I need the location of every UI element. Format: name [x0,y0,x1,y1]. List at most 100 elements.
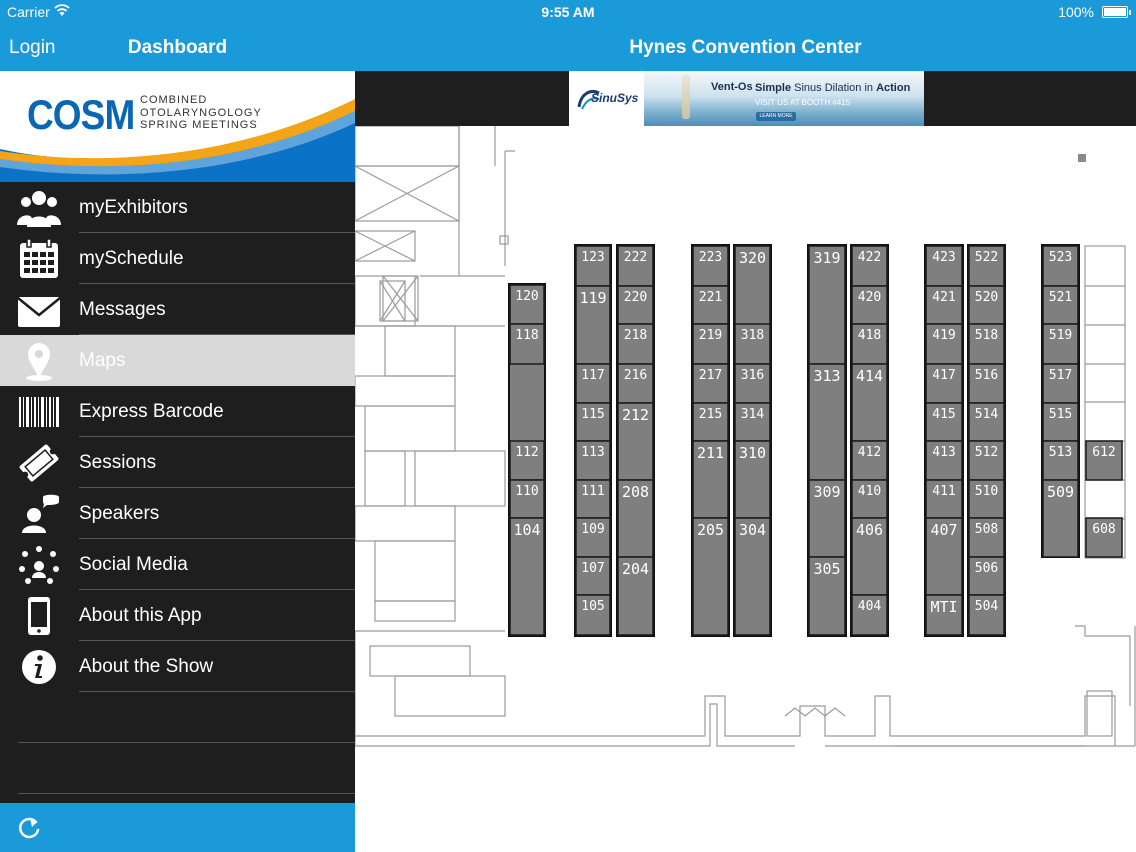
booth-612[interactable]: 612 [1085,440,1123,481]
login-button[interactable]: Login [9,37,56,58]
booth-number: 516 [975,368,998,383]
refresh-icon[interactable] [16,815,42,841]
booth-420[interactable]: 420 [851,285,888,325]
booth-208[interactable]: 208 [617,479,654,558]
booth-219[interactable]: 219 [692,323,729,365]
booth-105[interactable]: 105 [575,594,611,636]
booth-115[interactable]: 115 [575,402,611,442]
booth-521[interactable]: 521 [1042,285,1079,325]
divider [18,793,355,794]
booth-407[interactable]: 407 [925,517,963,596]
booth-107[interactable]: 107 [575,556,611,596]
booth-512[interactable]: 512 [968,440,1005,481]
booth-110[interactable]: 110 [509,479,545,519]
sidebar-item-speakers[interactable]: Speakers [0,488,355,539]
sidebar-item-sessions[interactable]: Sessions [0,437,355,488]
booth-422[interactable]: 422 [851,245,888,287]
booth-120[interactable]: 120 [509,284,545,325]
booth-515[interactable]: 515 [1042,402,1079,442]
booth-220[interactable]: 220 [617,285,654,325]
booth-415[interactable]: 415 [925,402,963,442]
booth-216[interactable]: 216 [617,363,654,404]
booth-113[interactable]: 113 [575,440,611,481]
sidebar-item-myexhibitors[interactable]: myExhibitors [0,182,355,233]
sidebar-item-about-show[interactable]: About the Show [0,641,355,692]
booth-316[interactable]: 316 [734,363,771,404]
booth-104[interactable]: 104 [509,517,545,636]
booth-mti[interactable]: MTI [925,594,963,636]
booth-508[interactable]: 508 [968,517,1005,558]
booth-513[interactable]: 513 [1042,440,1079,481]
booth-418[interactable]: 418 [851,323,888,365]
sidebar-item-messages[interactable]: Messages [0,284,355,335]
booth-205[interactable]: 205 [692,517,729,636]
booth-509[interactable]: 509 [1042,479,1079,558]
booth-shape [692,245,729,287]
sidebar-item-myschedule[interactable]: mySchedule [0,233,355,284]
logo-swoosh [0,99,355,182]
booth-520[interactable]: 520 [968,285,1005,325]
booth-118[interactable]: 118 [509,323,545,365]
booth-304[interactable]: 304 [734,517,771,636]
booth-417[interactable]: 417 [925,363,963,404]
sidebar-item-express-barcode[interactable]: Express Barcode [0,386,355,437]
booth-109[interactable]: 109 [575,517,611,558]
sidebar-item-social-media[interactable]: Social Media [0,539,355,590]
booth-204[interactable]: 204 [617,556,654,636]
booth-522[interactable]: 522 [968,245,1005,287]
booth-shape [575,517,611,558]
booth-119[interactable]: 119 [575,285,611,365]
booth-412[interactable]: 412 [851,440,888,481]
booth-419[interactable]: 419 [925,323,963,365]
booth-516[interactable]: 516 [968,363,1005,404]
booth-411[interactable]: 411 [925,479,963,519]
sidebar-nav-bar: Login Dashboard [0,24,355,71]
booth-410[interactable]: 410 [851,479,888,519]
booth-504[interactable]: 504 [968,594,1005,636]
booth-211[interactable]: 211 [692,440,729,519]
booth-111[interactable]: 111 [575,479,611,519]
booth-318[interactable]: 318 [734,323,771,365]
booth-117[interactable]: 117 [575,363,611,404]
sponsor-ad-banner[interactable]: SinuSys Vent-Os Simple Sinus Dilation in… [569,71,924,126]
booth-314[interactable]: 314 [734,402,771,442]
booth-number: 510 [975,484,998,499]
booth-518[interactable]: 518 [968,323,1005,365]
booth-217[interactable]: 217 [692,363,729,404]
booth-309[interactable]: 309 [808,479,846,558]
learn-more-button[interactable]: LEARN MORE [756,112,796,121]
booth-215[interactable]: 215 [692,402,729,442]
booth-222[interactable]: 222 [617,245,654,287]
sidebar-item-about-app[interactable]: About this App [0,590,355,641]
calendar-icon [20,238,58,278]
booth-123[interactable]: 123 [575,245,611,287]
booth-506[interactable]: 506 [968,556,1005,596]
booth-319[interactable]: 319 [808,245,846,365]
booth-112[interactable]: 112 [509,440,545,481]
booth-shape [734,363,771,404]
booth-514[interactable]: 514 [968,402,1005,442]
booth-519[interactable]: 519 [1042,323,1079,365]
booth-218[interactable]: 218 [617,323,654,365]
logo-line-2: OTOLARYNGOLOGY [140,106,262,119]
booth-608[interactable]: 608 [1085,517,1123,558]
booth-421[interactable]: 421 [925,285,963,325]
booth-413[interactable]: 413 [925,440,963,481]
booth-221[interactable]: 221 [692,285,729,325]
booth-310[interactable]: 310 [734,440,771,519]
booth-shape [968,517,1005,558]
booth-223[interactable]: 223 [692,245,729,287]
booth-313[interactable]: 313 [808,363,846,481]
booth-423[interactable]: 423 [925,245,963,287]
booth-517[interactable]: 517 [1042,363,1079,404]
booth-212[interactable]: 212 [617,402,654,481]
booth-414[interactable]: 414 [851,363,888,442]
booth-510[interactable]: 510 [968,479,1005,519]
booth-305[interactable]: 305 [808,556,846,636]
booth-523[interactable]: 523 [1042,245,1079,287]
booth-404[interactable]: 404 [851,594,888,636]
booth-shape [617,556,654,636]
sidebar-item-maps[interactable]: Maps [0,335,355,386]
booth-406[interactable]: 406 [851,517,888,596]
